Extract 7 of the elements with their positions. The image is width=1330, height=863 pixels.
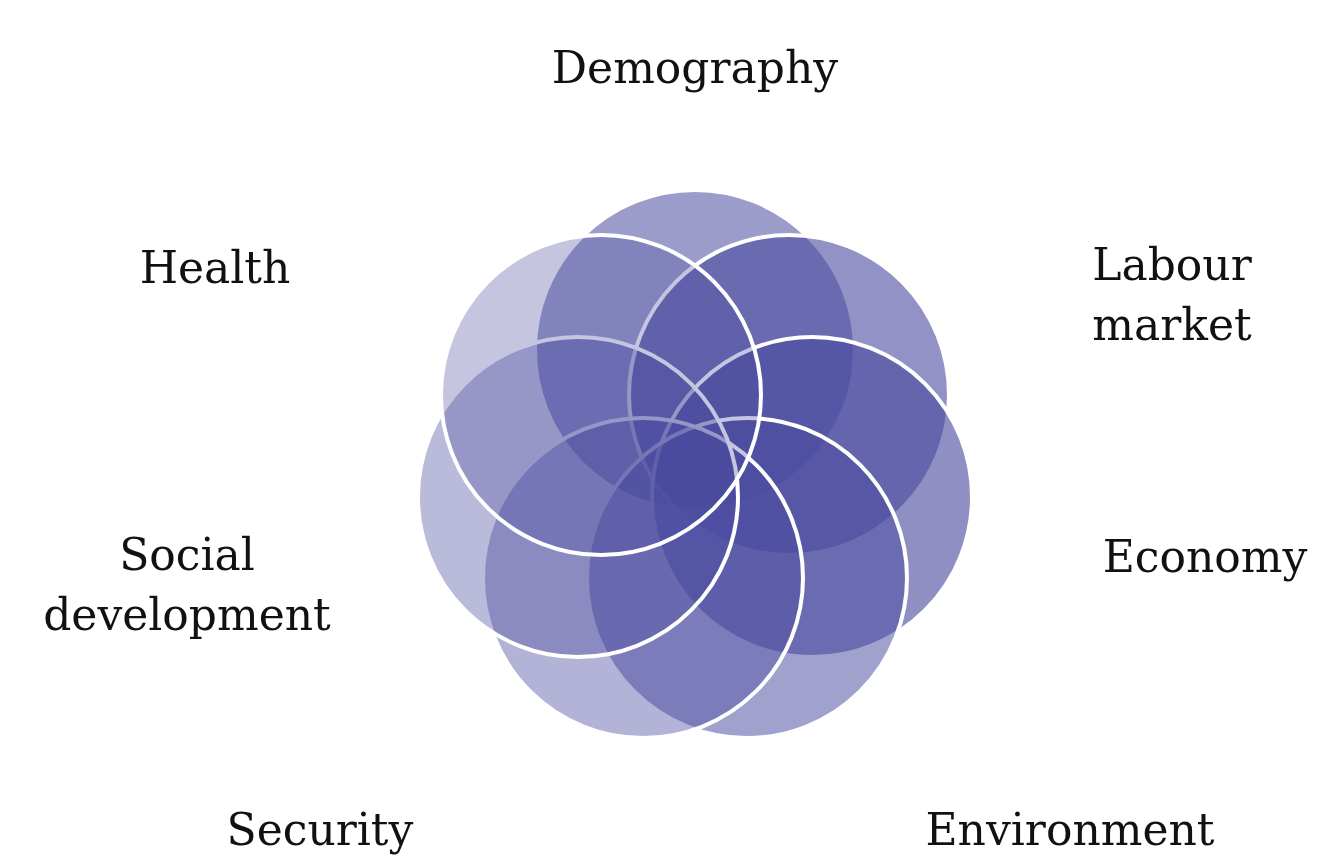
category-label: Economy	[1101, 530, 1309, 584]
category-label: Labour market	[1091, 238, 1253, 352]
category-label: Demography	[550, 41, 840, 95]
category-label: Security	[225, 803, 415, 857]
category-label: Environment	[924, 803, 1216, 857]
category-label: Social development	[42, 528, 332, 642]
category-label: Health	[138, 241, 292, 295]
